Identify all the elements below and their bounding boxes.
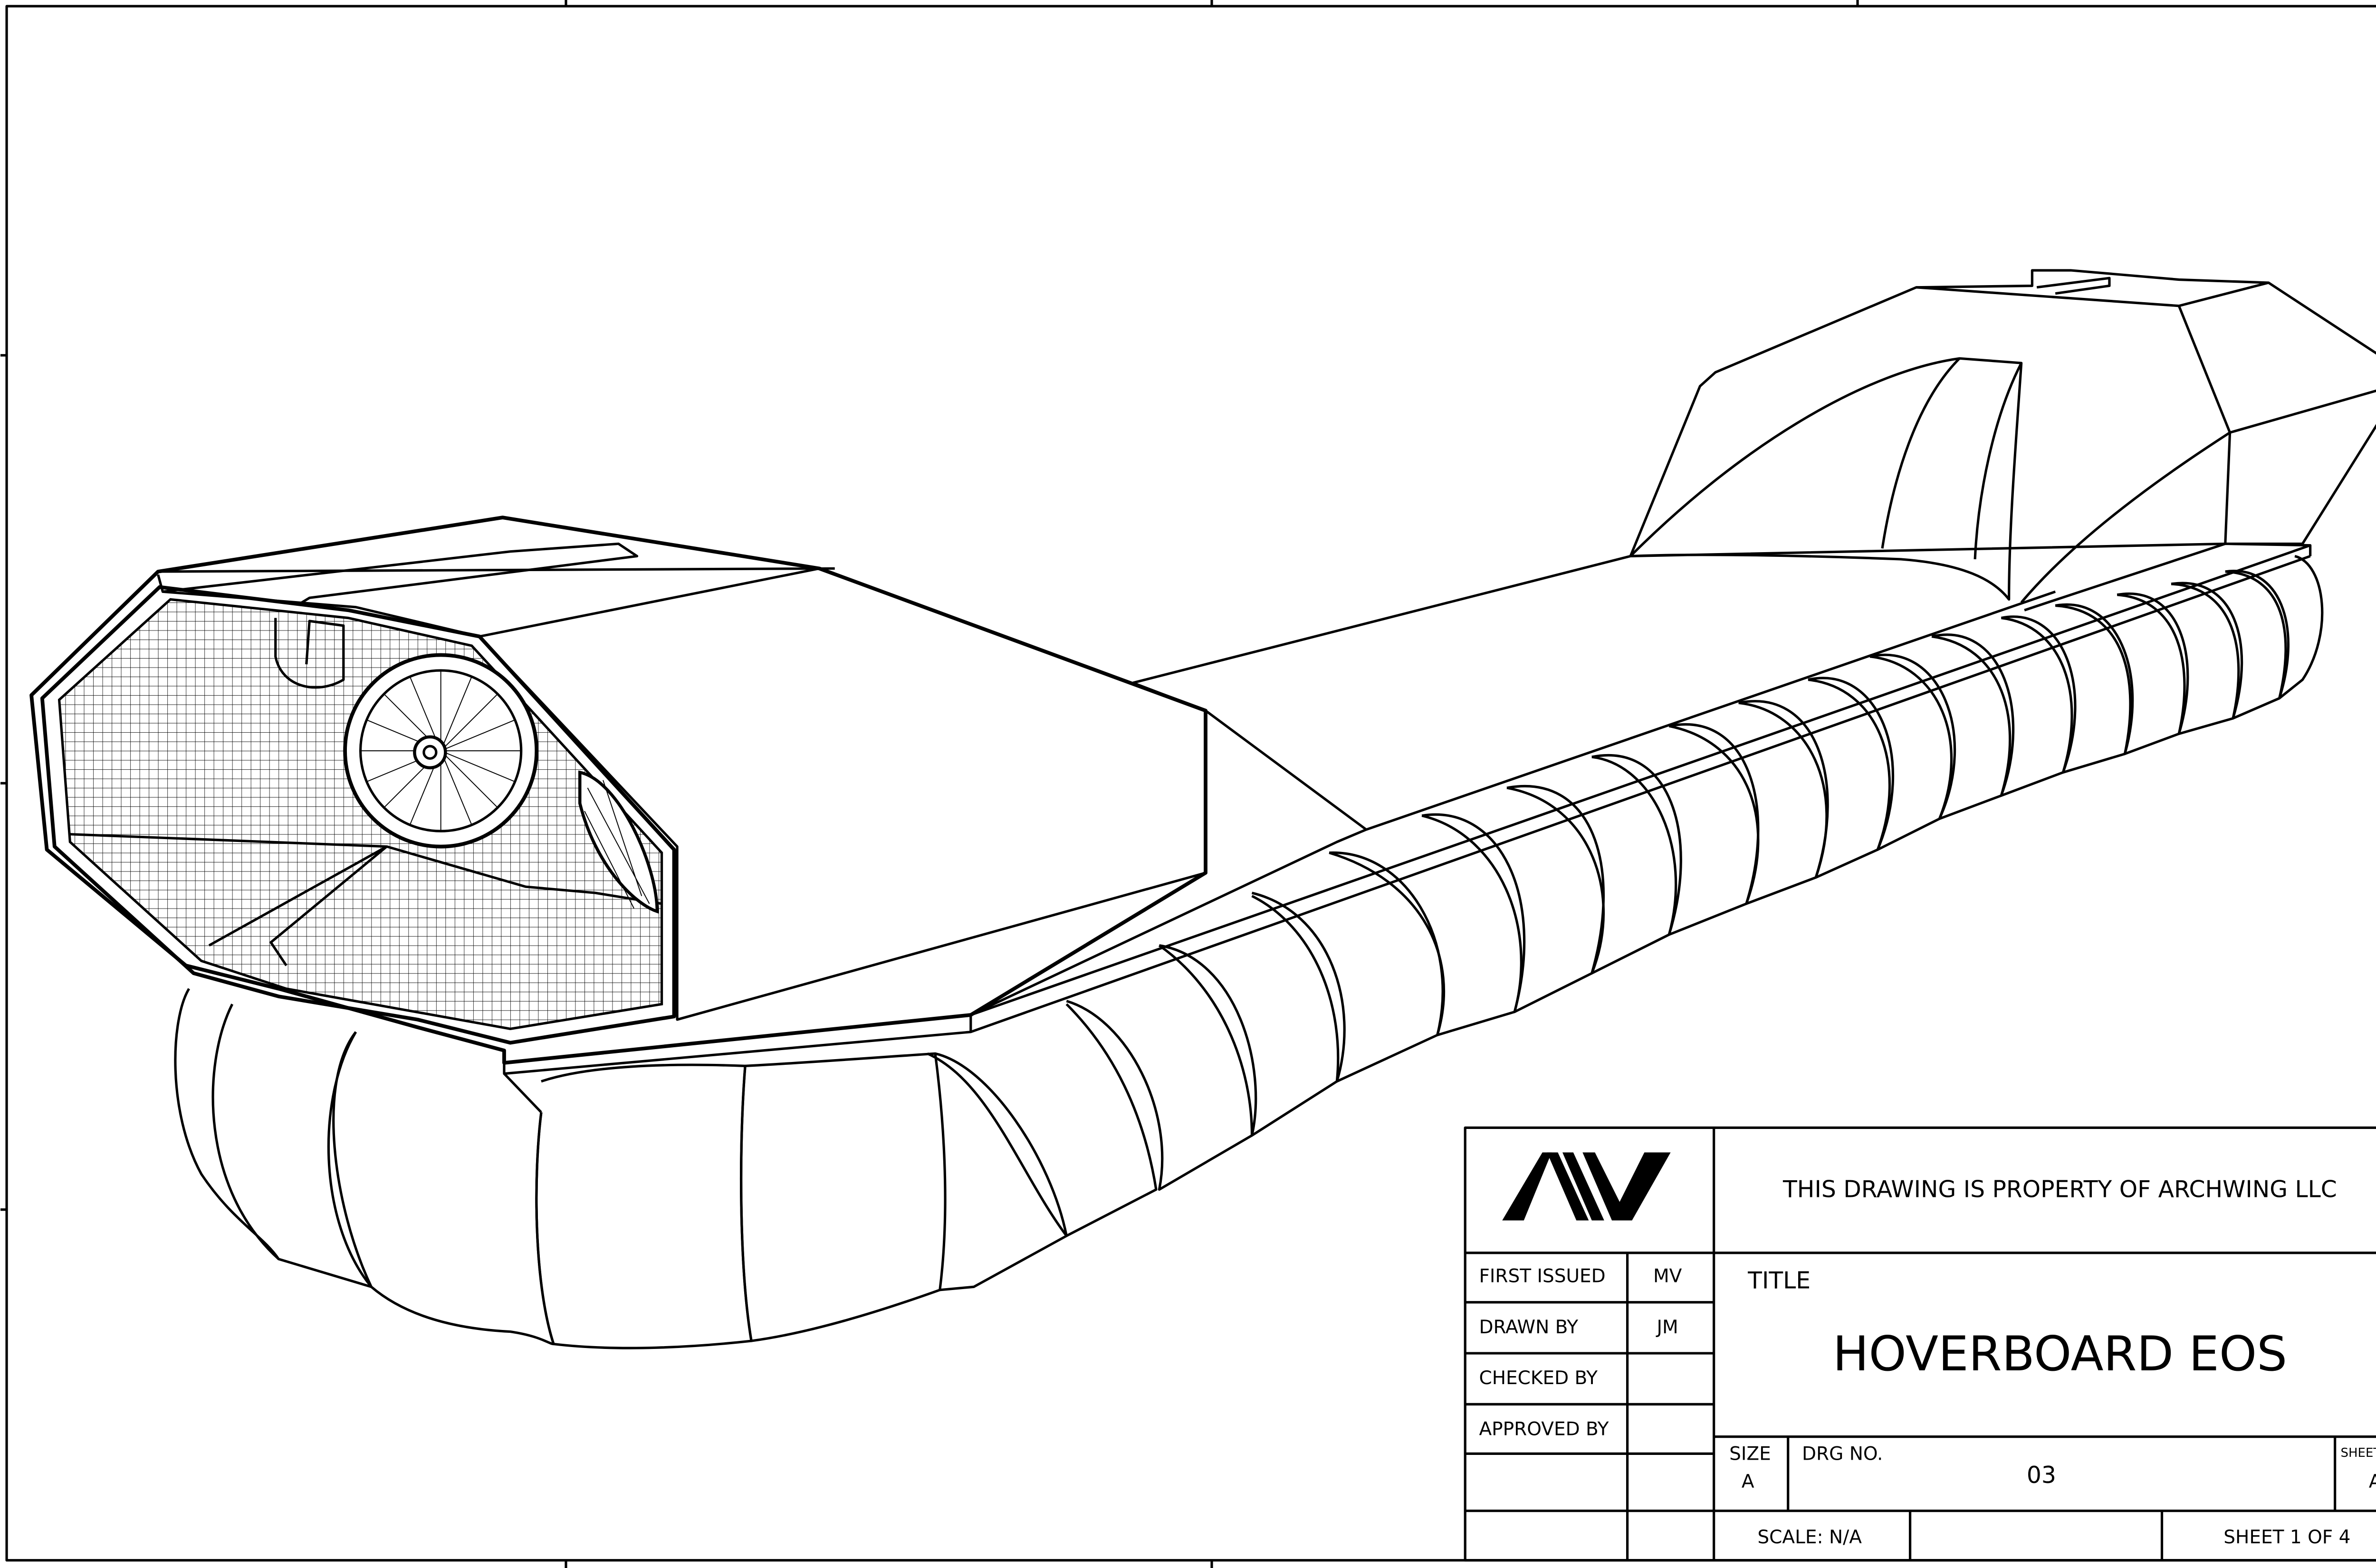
sheet-rev-value: A [2369, 1471, 2376, 1492]
first-issued-label: FIRST ISSUED [1479, 1266, 1605, 1287]
drg-no-value: 03 [2027, 1462, 2056, 1489]
scale-text: SCALE: N/A [1757, 1527, 1862, 1548]
drawn-by-label: DRAWN BY [1479, 1317, 1578, 1338]
sheet-rev-label: SHEET REV [2341, 1446, 2376, 1460]
title-label: TITLE [1747, 1268, 1811, 1294]
checked-by-label: CHECKED BY [1479, 1367, 1598, 1389]
air-skirt [927, 555, 2324, 1237]
title-block: THIS DRAWING IS PROPERTY OF ARCHWING LLC… [1464, 1126, 2376, 1562]
approved-by-label: APPROVED BY [1479, 1418, 1609, 1440]
rear-housing [1629, 269, 2376, 612]
property-notice: THIS DRAWING IS PROPERTY OF ARCHWING LLC [1782, 1176, 2337, 1203]
drawn-by-value: JM [1656, 1317, 1678, 1338]
sheet-count: SHEET 1 OF 4 [2223, 1527, 2350, 1548]
front-housing [29, 516, 1367, 1065]
size-label: SIZE [1729, 1443, 1771, 1464]
archwing-logo [1502, 1152, 1671, 1221]
size-value: A [1742, 1471, 1754, 1492]
drg-no-label: DRG NO. [1802, 1443, 1883, 1464]
hoverboard-illustration [29, 269, 2376, 1349]
drawing-title: HOVERBOARD EOS [1833, 1326, 2287, 1382]
front-skirt [174, 988, 1068, 1349]
first-issued-value: MV [1653, 1266, 1682, 1287]
